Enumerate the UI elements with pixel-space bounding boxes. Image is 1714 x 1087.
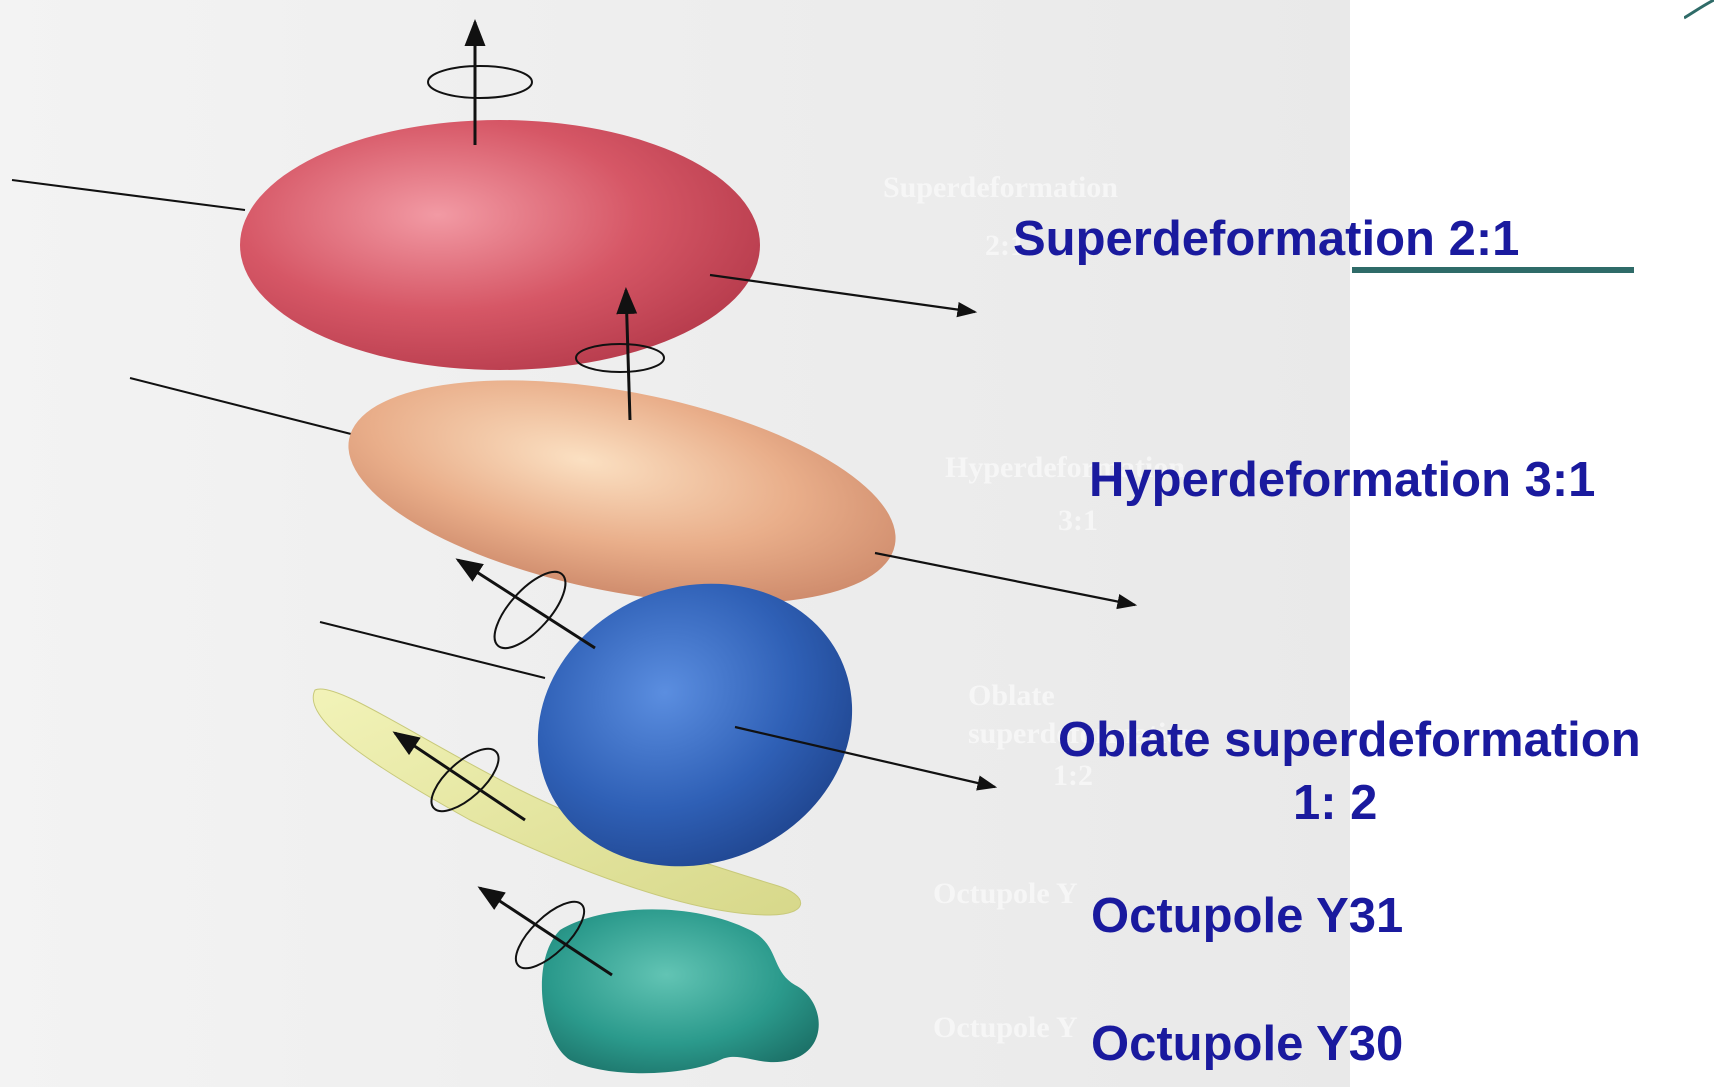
superdeformation-axis-right-arrow xyxy=(710,275,975,312)
peach-elongated-ellipsoid-icon xyxy=(330,341,914,643)
superdeformation-shape-group xyxy=(12,22,975,370)
label-hyperdeformation: Hyperdeformation 3:1 xyxy=(1089,448,1595,512)
oblate-axis-left xyxy=(320,622,545,678)
scan-label-oblate: Oblate xyxy=(968,680,1055,712)
label-octupole-y31: Octupole Y31 xyxy=(1091,884,1403,948)
teal-pear-shape-icon xyxy=(542,909,819,1073)
label-superdeformation: Superdeformation 2:1 xyxy=(1013,207,1519,271)
label-oblate-superdeformation: Oblate superdeformation xyxy=(1058,708,1641,772)
rotation-arrow-icon xyxy=(483,561,577,659)
rotation-arrow-icon xyxy=(428,66,532,98)
hyperdeformation-axis-left xyxy=(130,378,355,435)
title-underline-rule xyxy=(1352,267,1634,273)
scan-label-octupole-b: Octupole Y xyxy=(933,1012,1078,1044)
label-oblate-ratio: 1: 2 xyxy=(1293,771,1377,835)
scan-label-superdeformation: Superdeformation xyxy=(883,172,1118,204)
red-prolate-ellipsoid-icon xyxy=(240,120,760,370)
superdeformation-axis-left xyxy=(12,180,245,210)
hyperdeformation-axis-right-arrow xyxy=(875,553,1135,605)
octupole-y30-shape-group xyxy=(480,888,819,1073)
corner-decoration xyxy=(1684,0,1714,20)
oblate-shape-group xyxy=(320,537,995,913)
scan-label-octupole-a: Octupole Y xyxy=(933,878,1078,910)
label-octupole-y30: Octupole Y30 xyxy=(1091,1012,1403,1076)
